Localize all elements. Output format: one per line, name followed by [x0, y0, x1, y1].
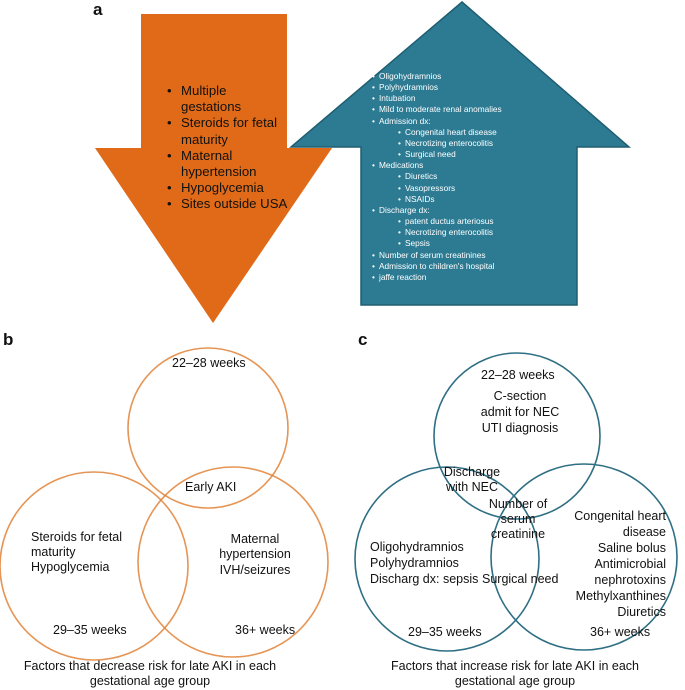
up-subitem-pda: patent ductus arteriosus [372, 216, 502, 227]
venn-c-circle-36plus [490, 463, 678, 651]
up-item-discharge-dx: Discharge dx: [372, 205, 502, 216]
venn-c-right-line7: Diuretics [617, 605, 666, 619]
up-item-renal-anomalies: Mild to moderate renal anomalies [372, 104, 502, 115]
venn-c-center-line2: serum [500, 512, 536, 526]
up-item-jaffe: jaffe reaction [372, 272, 502, 283]
venn-c-caption-line2: gestational age group [454, 674, 576, 688]
up-item-oligohydramnios: Oligohydramnios [372, 71, 502, 82]
venn-b-caption-line2: gestational age group [89, 674, 211, 688]
venn-c-circle-29-35 [354, 466, 540, 652]
venn-b-circle-22-28 [127, 347, 289, 509]
venn-b-circle-36plus [137, 466, 329, 658]
venn-c-right-line4: Antimicrobial [594, 557, 666, 571]
panel-label-c: c [358, 330, 368, 349]
up-item-childrens-hospital: Admission to children's hospital [372, 261, 502, 272]
up-subitem-congenital-heart: Congenital heart disease [372, 127, 502, 138]
down-item-multiple: Multiple [167, 83, 287, 99]
venn-b-caption-line1: Factors that decrease risk for late AKI … [23, 659, 277, 673]
venn-c-overlap-tl-line1: Discharge [443, 465, 501, 479]
venn-b-label-early-aki: Early AKI [185, 480, 237, 494]
venn-c-caption-line1: Factors that increase risk for late AKI … [390, 659, 640, 673]
venn-c-overlap-bottom: Surgical need [482, 572, 559, 586]
venn-b-label-22-28: 22–28 weeks [172, 356, 246, 370]
venn-c-label-22-28: 22–28 weeks [481, 368, 555, 382]
up-subitem-nec-admission: Necrotizing enterocolitis [372, 138, 502, 149]
venn-c-label-36plus: 36+ weeks [590, 625, 651, 639]
venn-b-right-line2: hypertension [219, 547, 291, 561]
up-item-medications: Medications [372, 160, 502, 171]
venn-b-right-line1: Maternal [230, 532, 280, 546]
up-subitem-nsaids: NSAIDs [372, 194, 502, 205]
venn-c-right-line5: nephrotoxins [594, 573, 666, 587]
down-item-sites: Sites outside USA [167, 196, 287, 212]
venn-c-right-line1: Congenital heart [574, 509, 666, 523]
down-item-multiple-cont: gestations [181, 99, 242, 115]
venn-c-top-line1: C-section [493, 389, 547, 403]
up-subitem-vasopressors: Vasopressors [372, 183, 502, 194]
venn-c-center-line1: Number of [488, 497, 548, 511]
up-subitem-nec-discharge: Necrotizing enterocolitis [372, 227, 502, 238]
down-item-steroids: Steroids for fetal [167, 115, 287, 131]
venn-c-right-line3: Saline bolus [597, 541, 666, 555]
venn-b-label-29-35: 29–35 weeks [53, 623, 127, 637]
venn-b-label-36plus: 36+ weeks [235, 623, 296, 637]
venn-c-left-line3: Discharg dx: sepsis [370, 572, 479, 586]
venn-c-center-line3: creatinine [490, 527, 546, 541]
venn-b-left-line1: Steroids for fetal [31, 530, 123, 544]
up-subitem-diuretics: Diuretics [372, 171, 502, 182]
up-item-admission-dx: Admission dx: [372, 116, 502, 127]
up-item-polyhydramnios: Polyhydramnios [372, 82, 502, 93]
panel-label-b: b [3, 330, 14, 349]
venn-c-left-line1: Oligohydramnios [370, 540, 464, 554]
down-item-maternal-cont: hypertension [181, 164, 257, 180]
venn-c-top-line3: UTI diagnosis [481, 421, 559, 435]
panel-label-a: a [93, 0, 103, 19]
venn-c-overlap-tl-line2: with NEC [445, 480, 499, 494]
venn-c-right-line2: disease [622, 525, 666, 539]
venn-b-left-line2: maturity [31, 545, 76, 559]
down-item-hypoglycemia: Hypoglycemia [167, 180, 287, 196]
venn-b-right-line3: IVH/seizures [219, 563, 291, 577]
down-arrow-list: Multiple gestations Steroids for fetal m… [167, 83, 287, 213]
venn-b-left-line3: Hypoglycemia [31, 560, 110, 574]
venn-c-right-line6: Methylxanthines [575, 589, 666, 603]
venn-b-circle-29-35 [0, 471, 189, 661]
venn-c-left-line2: Polyhydramnios [370, 556, 459, 570]
up-subitem-surgical-need: Surgical need [372, 149, 502, 160]
down-item-steroids-cont: maturity [181, 131, 228, 147]
up-arrow-list: Oligohydramnios Polyhydramnios Intubatio… [372, 71, 502, 283]
up-subitem-sepsis: Sepsis [372, 238, 502, 249]
down-item-maternal: Maternal [167, 148, 287, 164]
up-item-intubation: Intubation [372, 93, 502, 104]
venn-c-label-29-35: 29–35 weeks [408, 625, 482, 639]
venn-c-circle-22-28 [433, 352, 601, 520]
up-item-serum-creatinines: Number of serum creatinines [372, 250, 502, 261]
venn-c-top-line2: admit for NEC [480, 405, 560, 419]
